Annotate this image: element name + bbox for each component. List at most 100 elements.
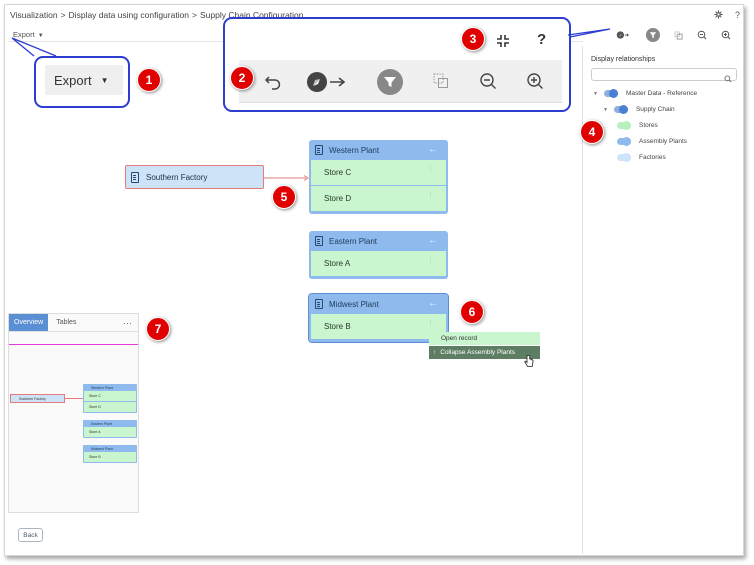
more-options-icon[interactable]: ··· xyxy=(123,317,132,328)
compass-arrow-icon[interactable] xyxy=(616,28,630,42)
tab-overview[interactable]: Overview xyxy=(9,314,49,331)
overview-tabs: Overview Tables ··· xyxy=(9,314,138,332)
callout-badge-4: 4 xyxy=(580,120,604,144)
undo-icon[interactable] xyxy=(264,73,282,96)
building-icon xyxy=(131,171,139,183)
toggle-knob xyxy=(622,121,631,130)
compass-arrow-icon[interactable] xyxy=(306,71,348,98)
store-row[interactable]: Store A⋮ xyxy=(311,251,446,277)
expand-caret-icon[interactable]: ▼ xyxy=(593,90,598,97)
tree-item[interactable]: Factories xyxy=(617,153,666,162)
zoom-in-icon[interactable] xyxy=(719,28,733,42)
plant-header[interactable]: Western Plant ← xyxy=(309,140,448,160)
arrow-left-icon[interactable]: ← xyxy=(428,298,438,309)
hand-cursor-icon xyxy=(524,354,534,373)
open-record-menu-item[interactable]: Open record xyxy=(429,332,540,345)
arrow-left-icon[interactable]: ← xyxy=(428,235,438,246)
breadcrumb-item-visualization[interactable]: Visualization xyxy=(10,10,58,20)
overview-panel: Overview Tables ··· Southern Factory West… xyxy=(8,313,139,513)
building-icon xyxy=(315,145,323,155)
toggle-knob xyxy=(622,153,631,162)
breadcrumb-separator: > xyxy=(60,10,66,20)
store-row[interactable]: Store C⋮ xyxy=(311,160,446,186)
callout-badge-6: 6 xyxy=(460,300,484,324)
breadcrumb: Visualization>Display data using configu… xyxy=(10,10,304,20)
breadcrumb-item-display-data[interactable]: Display data using configuration xyxy=(68,10,190,20)
factory-node[interactable]: Southern Factory xyxy=(125,165,264,189)
plant-name: Eastern Plant xyxy=(329,236,378,246)
mini-plant-name: Midwest Plant xyxy=(91,446,113,451)
tab-tables[interactable]: Tables xyxy=(56,319,77,326)
plant-name: Midwest Plant xyxy=(329,299,379,309)
tree-item[interactable]: Assembly Plants xyxy=(617,137,687,146)
caret-down-icon: ▼ xyxy=(37,33,44,39)
collapse-assembly-plants-menu-item[interactable]: ↑Collapse Assembly Plants xyxy=(429,346,540,359)
arrow-left-icon[interactable]: ← xyxy=(428,144,438,155)
toggle-switch[interactable] xyxy=(617,153,631,162)
context-menu: Open record ↑Collapse Assembly Plants xyxy=(429,332,540,359)
callout-badge-7: 7 xyxy=(146,317,170,341)
store-label: Store B xyxy=(324,322,351,331)
plant-stores: Store C⋮Store D⋮ xyxy=(309,160,448,214)
store-row[interactable]: Store B ⋮ xyxy=(311,314,446,340)
help-icon[interactable]: ? xyxy=(734,10,740,20)
toolbar-callout: ? xyxy=(223,17,571,112)
store-row[interactable]: Store D⋮ xyxy=(311,186,446,212)
zoom-out-icon[interactable] xyxy=(695,28,709,42)
plant-node[interactable]: Eastern Plant ← Store A⋮ xyxy=(309,231,448,279)
tree-item[interactable]: Stores xyxy=(617,121,658,130)
overview-viewport-line xyxy=(9,344,138,345)
tree-item[interactable]: ▼ Supply Chain xyxy=(603,105,675,114)
factory-label: Southern Factory xyxy=(146,172,208,182)
more-options-icon[interactable]: ⋮ xyxy=(427,320,434,327)
breadcrumb-item-current: Supply Chain Configuration xyxy=(200,10,304,20)
expand-caret-icon[interactable]: ▼ xyxy=(603,106,608,113)
plant-header[interactable]: Midwest Plant ← xyxy=(309,294,448,314)
mini-store-row: Store B xyxy=(84,452,136,462)
plant-header[interactable]: Eastern Plant ← xyxy=(309,231,448,251)
export-button-zoomed[interactable]: Export▼ xyxy=(45,65,123,95)
more-options-icon[interactable]: ⋮ xyxy=(427,192,434,199)
export-big-label: Export xyxy=(54,72,92,88)
back-button[interactable]: Back xyxy=(18,528,43,542)
building-icon xyxy=(315,236,323,246)
callout-badge-1: 1 xyxy=(137,68,161,92)
toggle-switch[interactable] xyxy=(613,105,628,114)
mini-store-row: Store D xyxy=(84,402,136,412)
search-icon xyxy=(724,70,732,83)
collapse-label: Collapse Assembly Plants xyxy=(440,349,516,356)
gear-icon[interactable] xyxy=(714,10,723,21)
filter-icon[interactable] xyxy=(377,69,403,95)
callout-badge-3: 3 xyxy=(461,27,485,51)
plant-node[interactable]: Midwest Plant ← Store B ⋮ xyxy=(309,294,448,342)
callout-badge-5: 5 xyxy=(272,185,296,209)
plant-name: Western Plant xyxy=(329,145,380,155)
export-callout: Export▼ xyxy=(34,56,130,108)
toggle-switch[interactable] xyxy=(617,137,631,146)
help-icon[interactable]: ? xyxy=(537,31,547,48)
toggle-switch[interactable] xyxy=(603,89,618,98)
toggle-switch[interactable] xyxy=(617,121,631,130)
zoom-out-icon[interactable] xyxy=(479,72,497,95)
tree-item-label: Master Data - Reference xyxy=(625,90,698,97)
export-menu-small[interactable]: Export▼ xyxy=(13,30,44,39)
mini-factory-node: Southern Factory xyxy=(10,394,65,403)
more-options-icon[interactable]: ⋮ xyxy=(427,166,434,173)
plant-node[interactable]: Western Plant ← Store C⋮Store D⋮ xyxy=(309,140,448,214)
more-options-icon[interactable]: ⋮ xyxy=(427,257,434,264)
relationship-search-input[interactable] xyxy=(591,68,737,83)
tree-item[interactable]: ▼ Master Data - Reference xyxy=(593,89,698,98)
filter-icon[interactable] xyxy=(646,28,660,42)
collapse-icon[interactable] xyxy=(495,33,511,54)
copy-icon[interactable] xyxy=(432,72,450,95)
tree-item-label: Supply Chain xyxy=(635,106,675,113)
callout-pointer xyxy=(567,28,611,38)
copy-icon[interactable] xyxy=(671,28,685,42)
building-icon xyxy=(315,299,323,309)
breadcrumb-separator: > xyxy=(192,10,198,20)
zoom-in-icon[interactable] xyxy=(526,72,544,95)
